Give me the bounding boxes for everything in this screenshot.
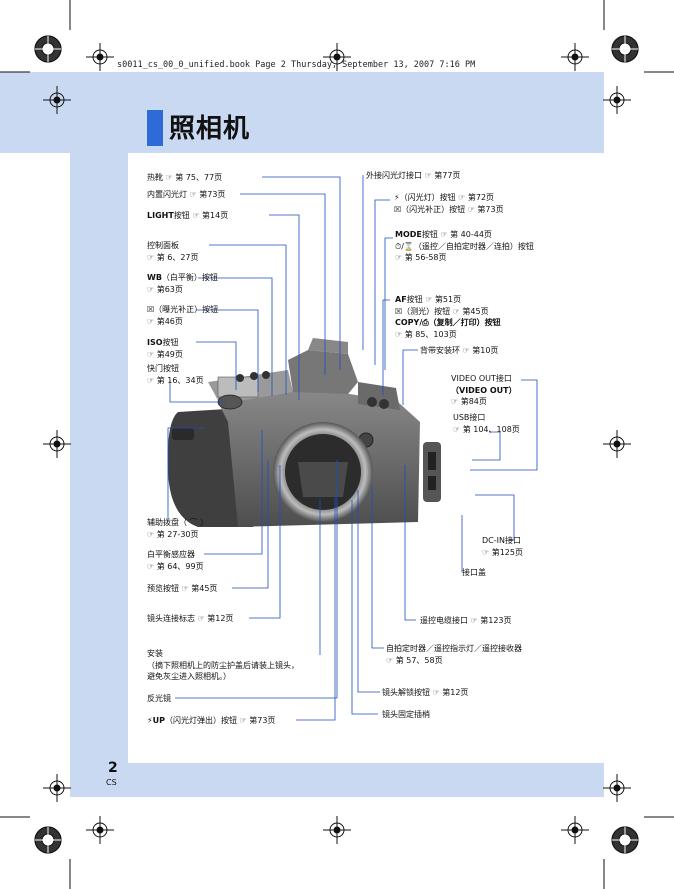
page-number: 2 [108, 760, 118, 776]
label-mirror: 反光镜 [147, 694, 171, 703]
label-mount: 安装（摘下照相机上的防尘护盖后请装上镜头，避免灰尘进入照相机。） [147, 649, 299, 681]
label-remote-cable-terminal: 遥控电缆接口 ☞ 第123页 [420, 616, 512, 625]
crosshair-icon [86, 43, 114, 71]
label-sub-dial: 辅助拨盘（ ⌒ ）☞ 第 27-30页 [147, 518, 209, 539]
language-code: CS [106, 778, 117, 787]
label-lens-mount-mark: 镜头连接标志 ☞ 第12页 [147, 614, 234, 623]
label-lens-lock-pin: 镜头固定插梢 [382, 710, 430, 719]
bottom-band [70, 763, 604, 797]
label-lens-release-button: 镜头解锁按钮 ☞ 第12页 [382, 688, 469, 697]
label-terminal-cover: 接口盖 [462, 568, 486, 577]
label-hot-shoe: 热靴 ☞ 第 75、77页 [147, 173, 223, 182]
label-light-button: LIGHT按钮 ☞ 第14页 [147, 211, 229, 220]
label-preview-button: 预览按钮 ☞ 第45页 [147, 584, 218, 593]
label-video-out: VIDEO OUT接口（VIDEO OUT）☞ 第84页 [451, 374, 517, 406]
label-flash-up-button: ⚡UP（闪光灯弹出）按钮 ☞ 第73页 [147, 716, 276, 725]
print-header: s0011_cs_00_0_unified.book Page 2 Thursd… [117, 60, 476, 70]
label-flash-button: ⚡（闪光灯）按钮 ☞ 第72页☒（闪光补正）按钮 ☞ 第73页 [394, 193, 504, 214]
label-external-flash-terminal: 外接闪光灯接口 ☞ 第77页 [366, 171, 461, 180]
label-wb-button: WB（白平衡）按钮☞ 第63页 [147, 273, 218, 294]
label-shutter-button: 快门按钮☞ 第 16、34页 [147, 364, 204, 385]
label-control-panel: 控制面板☞ 第 6、27页 [147, 241, 199, 262]
label-iso-button: ISO按钮☞ 第49页 [147, 338, 183, 359]
label-wb-sensor: 白平衡感应器☞ 第 64、99页 [147, 550, 204, 571]
label-strap-eyelet: 背带安装环 ☞ 第10页 [420, 346, 499, 355]
camera-illustration [167, 338, 441, 527]
label-built-in-flash: 内置闪光灯 ☞ 第73页 [147, 190, 226, 199]
left-band [70, 72, 128, 797]
label-exposure-comp-button: ☒（曝光补正）按钮☞ 第46页 [147, 305, 219, 326]
label-self-timer-lamp: 自拍定时器／遥控指示灯／遥控接收器☞ 第 57、58页 [386, 644, 522, 665]
page-title: 照相机 [169, 114, 251, 144]
label-usb: USB接口☞ 第 104、108页 [453, 413, 520, 434]
label-dc-in: DC-IN接口☞ 第125页 [482, 536, 523, 557]
label-mode-button: MODE按钮 ☞ 第 40-44页⏱/⌛（遥控／自拍定时器／连拍）按钮☞ 第 5… [395, 230, 534, 262]
title-accent-bar [147, 110, 163, 146]
